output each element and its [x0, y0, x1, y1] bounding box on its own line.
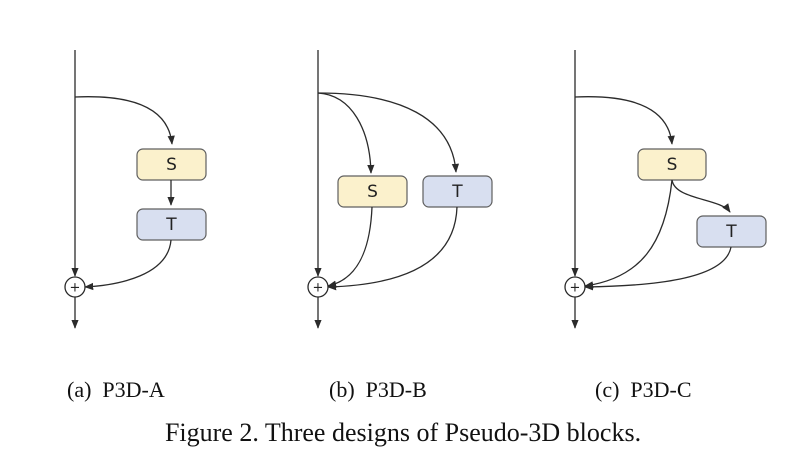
temporal-box — [136, 208, 207, 241]
edge-input-to-t — [317, 92, 460, 173]
edge-input-to-s — [317, 92, 375, 174]
caption-panel-a: (a) P3D-A — [67, 377, 165, 402]
sum-symbol: + — [70, 281, 81, 296]
sum-symbol: + — [313, 281, 324, 296]
edge-s-to-t — [671, 179, 731, 213]
edge-t-to-sum — [327, 206, 458, 291]
figure-caption: Figure 2. Three designs of Pseudo-3D blo… — [164, 418, 642, 447]
edge-t-to-sum — [84, 239, 172, 291]
caption-panel-c: (c) P3D-C — [595, 377, 692, 402]
temporal-label: T — [165, 215, 177, 235]
temporal-box — [696, 215, 767, 248]
edge-s-to-sum — [327, 206, 373, 288]
panel-c: S T + — [564, 50, 767, 329]
panel-b: S T + — [307, 50, 493, 329]
spatial-label: S — [667, 155, 678, 175]
spatial-box — [337, 175, 408, 208]
temporal-box — [422, 175, 493, 208]
edge-input-to-s — [74, 96, 175, 145]
temporal-label: T — [725, 222, 737, 242]
spatial-label: S — [367, 182, 378, 202]
panel-a: S T + — [64, 50, 207, 329]
temporal-label: T — [451, 182, 463, 202]
edge-s-to-sum — [584, 179, 673, 289]
spatial-label: S — [166, 155, 177, 175]
edge-t-to-sum — [584, 246, 732, 291]
caption-panel-b: (b) P3D-B — [329, 377, 427, 402]
edge-input-to-s — [574, 96, 675, 145]
sum-symbol: + — [570, 281, 581, 296]
